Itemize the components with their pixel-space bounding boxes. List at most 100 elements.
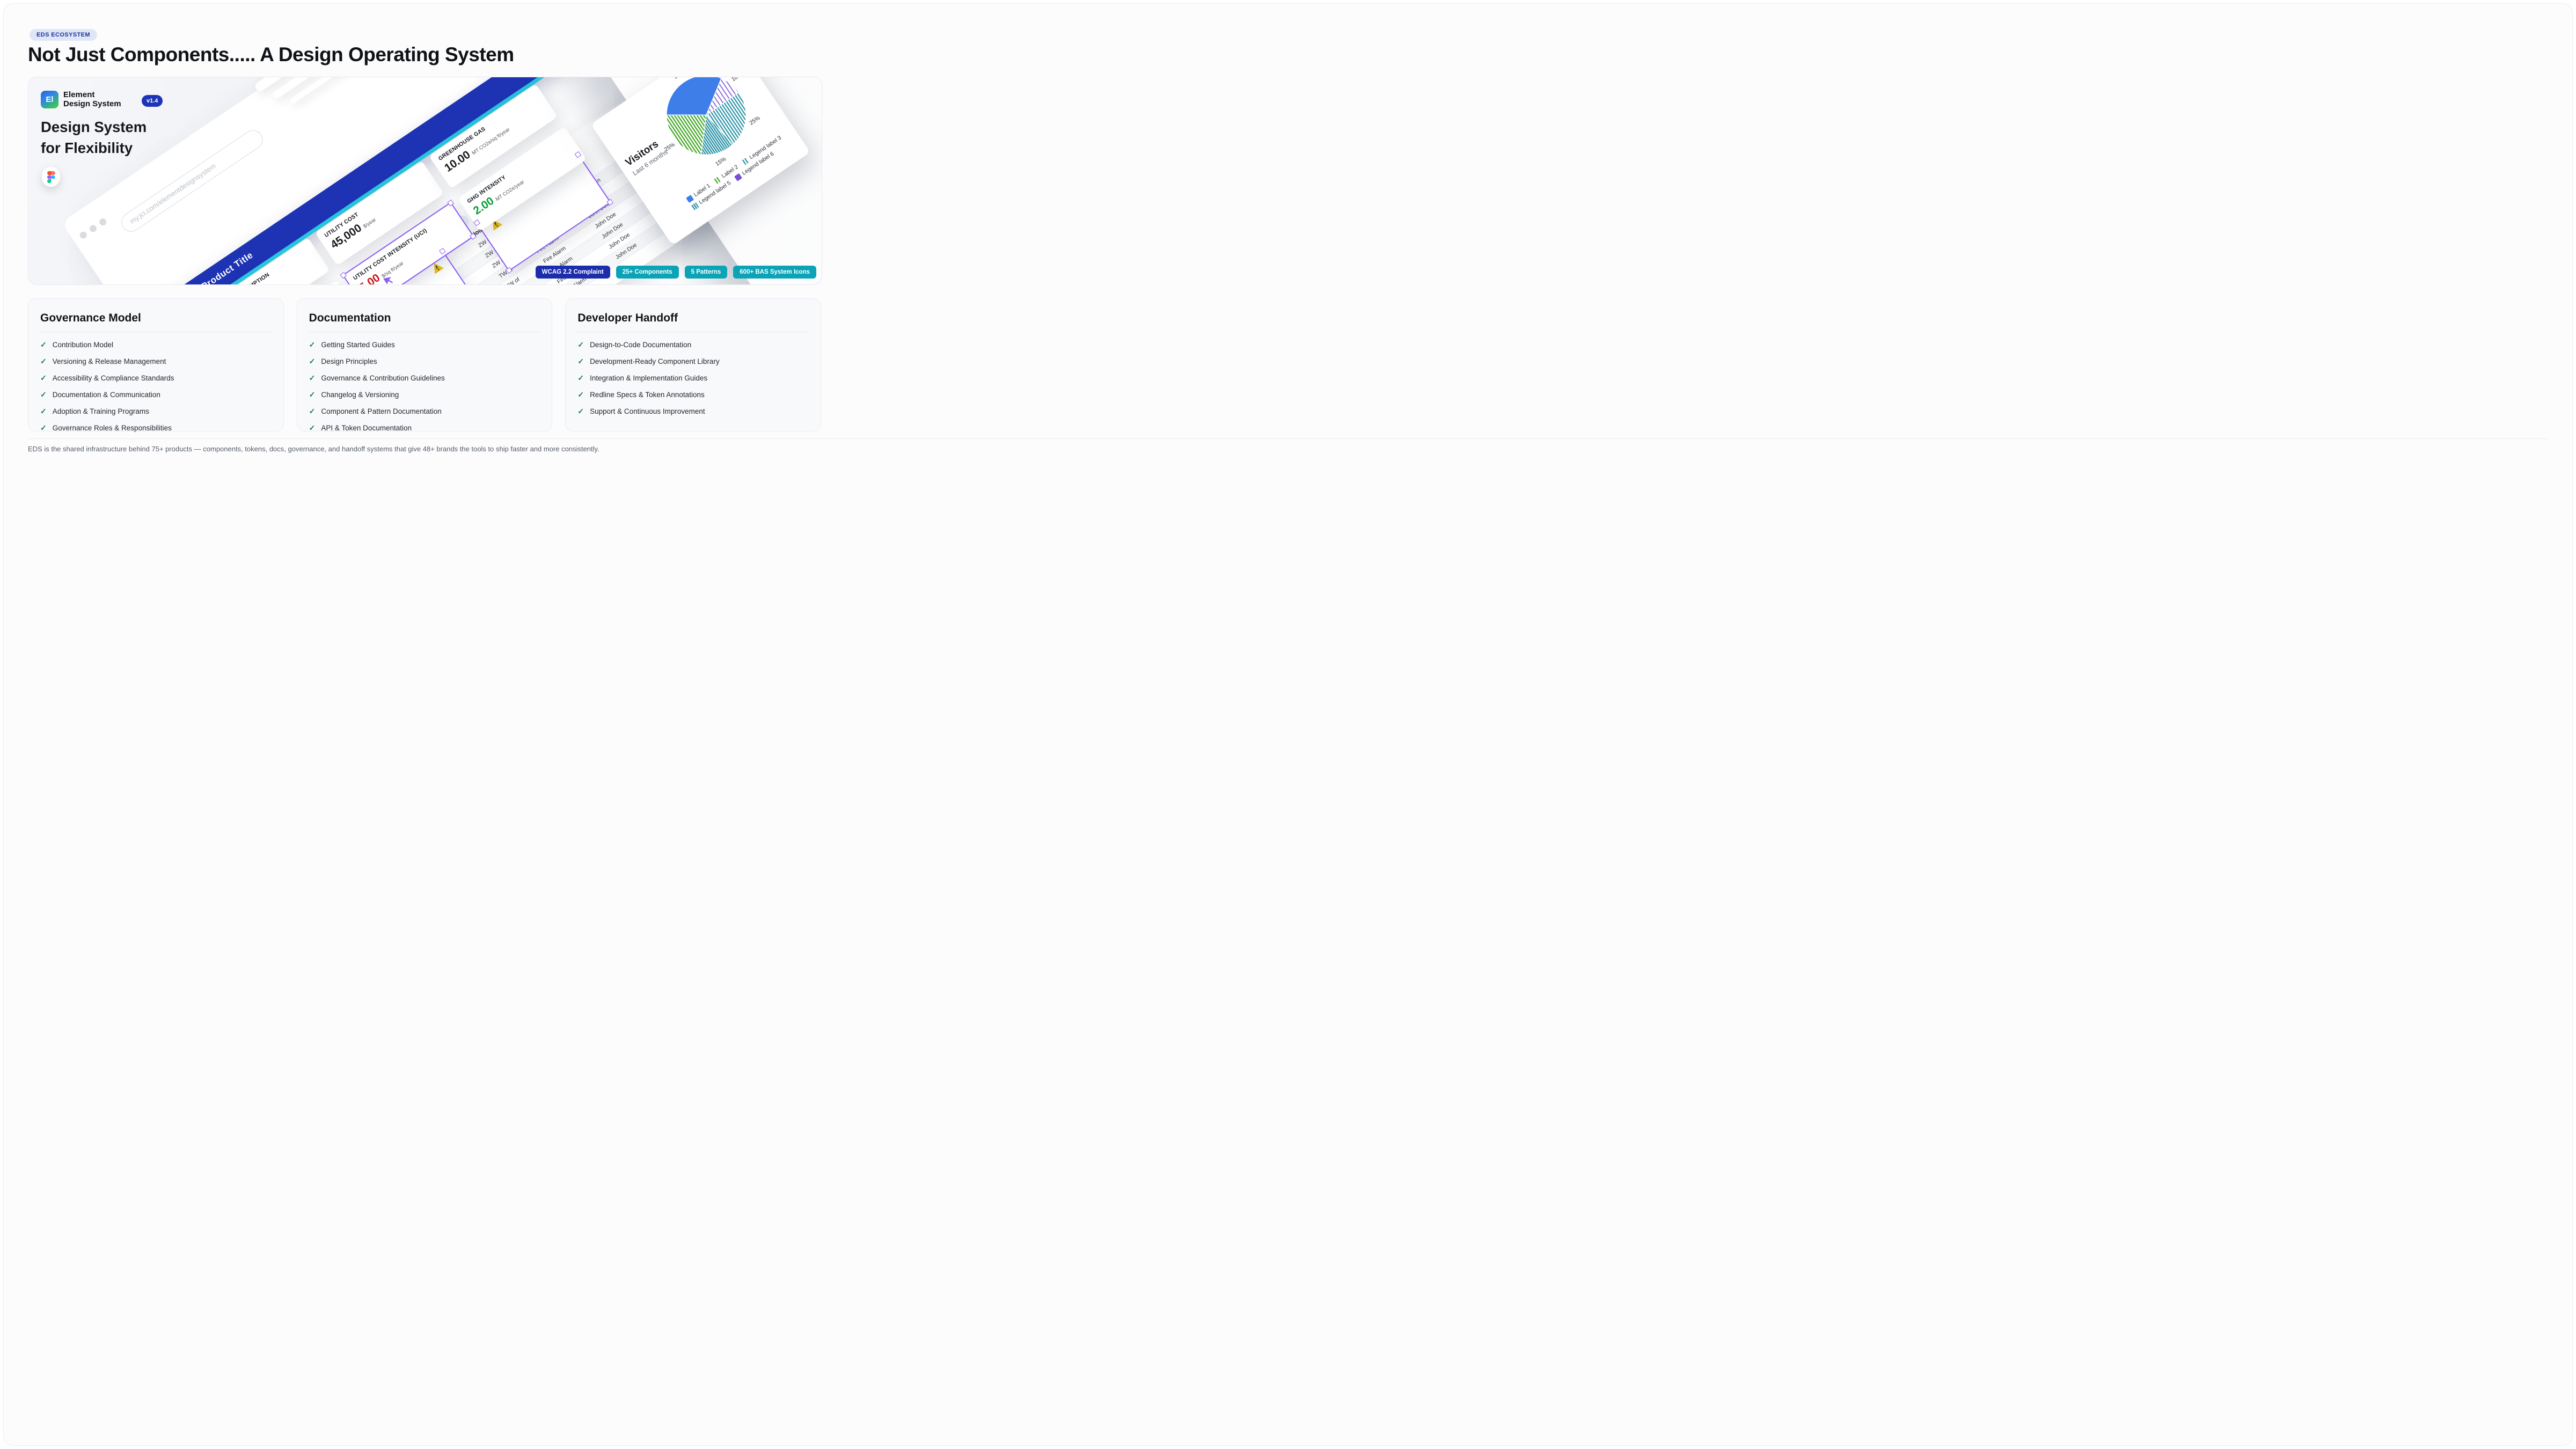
list-item: ✓ Contribution Model [40,340,272,349]
check-icon: ✓ [309,357,316,365]
pie-chart: 34% 10% 25% 15% 25% [663,77,761,167]
version-badge: v1.4 [142,95,163,107]
list-item-label: Governance & Contribution Guidelines [321,374,445,382]
warning-icon [492,219,503,231]
check-icon: ✓ [40,374,47,382]
footer-divider [28,438,2548,439]
legend-marker-icon [686,195,694,202]
list-item-label: Contribution Model [52,341,114,349]
figma-icon [42,167,60,187]
warning-icon [434,263,444,274]
check-icon: ✓ [577,357,584,365]
list-item: ✓ Development-Ready Component Library [577,357,809,366]
list-item: ✓ Component & Pattern Documentation [309,407,540,416]
list-item: ✓ Documentation & Communication [40,390,272,399]
list-item-label: Versioning & Release Management [52,357,166,365]
legend-marker-icon [714,176,721,184]
check-icon: ✓ [309,423,316,432]
legend-item: Legend label 5 [691,180,732,210]
list-item: ✓ Design Principles [309,357,540,366]
check-icon: ✓ [309,407,316,415]
legend-marker-icon [734,173,742,181]
page-title: Not Just Components..... A Design Operat… [28,43,514,65]
legend-item: Label 2 [713,164,740,184]
check-icon: ✓ [40,357,47,365]
check-icon: ✓ [309,374,316,382]
list-item: ✓ Accessibility & Compliance Standards [40,374,272,383]
legend-marker-icon [691,202,699,210]
legend-item: Label 1 [685,182,712,203]
list-item: ✓ Support & Continuous Improvement [577,407,809,416]
check-icon: ✓ [40,390,47,399]
check-icon: ✓ [577,374,584,382]
visitors-chart-card: Visitors Last 6 months 34%10%25%15%25% L… [590,77,810,246]
legend-item: Legend label 3 [741,135,782,165]
list-item: ✓ Design-to-Code Documentation [577,340,809,349]
list-item: ✓ Integration & Implementation Guides [577,374,809,383]
pie-slice-label: 25% [663,141,676,153]
list-item-label: Component & Pattern Documentation [321,407,442,415]
info-card-documentation: Documentation ✓ Getting Started Guides ✓ Des… [296,298,553,433]
list-item: ✓ API & Token Documentation [309,423,540,433]
list-item-label: Getting Started Guides [321,341,395,349]
check-icon: ✓ [40,407,47,415]
stat-badge: 600+ BAS System Icons [733,266,816,279]
list-item: ✓ Getting Started Guides [309,340,540,349]
list-item-label: Design-to-Code Documentation [590,341,692,349]
list-item: ✓ Versioning & Release Management [40,357,272,366]
pointer-cursor-icon [382,276,394,284]
pie-slice [666,77,722,115]
hero-card: El Element Design System v1.4 Design Sys… [28,77,822,285]
kpi-unit: kWh [267,283,279,284]
list-item-label: Design Principles [321,357,377,365]
card-title: Documentation [309,312,391,324]
footer-text: EDS is the shared infrastructure behind … [28,445,599,453]
pie-slice-label: 34% [672,77,685,80]
list-item-label: Governance Roles & Responsibilities [52,424,172,432]
hero-headline: Design System for Flexibility [41,119,147,156]
brand-name: Element Design System [63,90,121,109]
element-logo-icon: El [41,90,58,108]
pie-slice [666,114,707,155]
list-item-label: Redline Specs & Token Annotations [590,391,705,399]
stat-badge: WCAG 2.2 Complaint [535,266,610,279]
list-item-label: API & Token Documentation [321,424,412,432]
check-icon: ✓ [40,340,47,349]
check-icon: ✓ [40,423,47,432]
legend-marker-icon [742,157,749,165]
list-item: ✓ Governance & Contribution Guidelines [309,374,540,383]
legend-item: Legend label 6 [734,151,775,181]
kpi-unit: $/year [362,216,377,230]
list-item-label: Documentation & Communication [52,391,160,399]
list-item-label: Support & Continuous Improvement [590,407,705,415]
list-item: ✓ Redline Specs & Token Annotations [577,390,809,399]
list-item-label: Adoption & Training Programs [52,407,149,415]
selected-empty-card [473,151,613,274]
stat-badge: 5 Patterns [684,266,728,279]
eds-ecosystem-badge: EDS ECOSYSTEM [30,29,97,41]
list-item: ✓ Governance Roles & Responsibilities [40,423,272,433]
page-frame: EDS ECOSYSTEM Not Just Components..... A… [3,3,2573,1446]
pie-slice-label: 25% [748,115,761,127]
check-icon: ✓ [577,407,584,415]
check-icon: ✓ [577,390,584,399]
check-icon: ✓ [577,340,584,349]
card-title: Developer Handoff [577,312,678,324]
list-item-label: Accessibility & Compliance Standards [52,374,174,382]
info-card-governance-model: Governance Model ✓ Contribution Model ✓ Vers… [28,298,284,433]
list-item: ✓ Changelog & Versioning [309,390,540,399]
list-item-label: Development-Ready Component Library [590,357,720,365]
pie-slice-label: 10% [730,77,743,83]
check-icon: ✓ [309,340,316,349]
card-title: Governance Model [40,312,141,324]
pie-slice-label: 15% [714,156,727,167]
pie-slice [700,114,734,155]
pie-slice [706,92,747,145]
list-item: ✓ Adoption & Training Programs [40,407,272,416]
stat-badge: 25+ Components [616,266,679,279]
list-item-label: Integration & Implementation Guides [590,374,708,382]
info-card-developer-handoff: Developer Handoff ✓ Design-to-Code Documen… [565,298,821,431]
selected-empty-card [340,247,476,284]
list-item-label: Changelog & Versioning [321,391,399,399]
check-icon: ✓ [309,390,316,399]
